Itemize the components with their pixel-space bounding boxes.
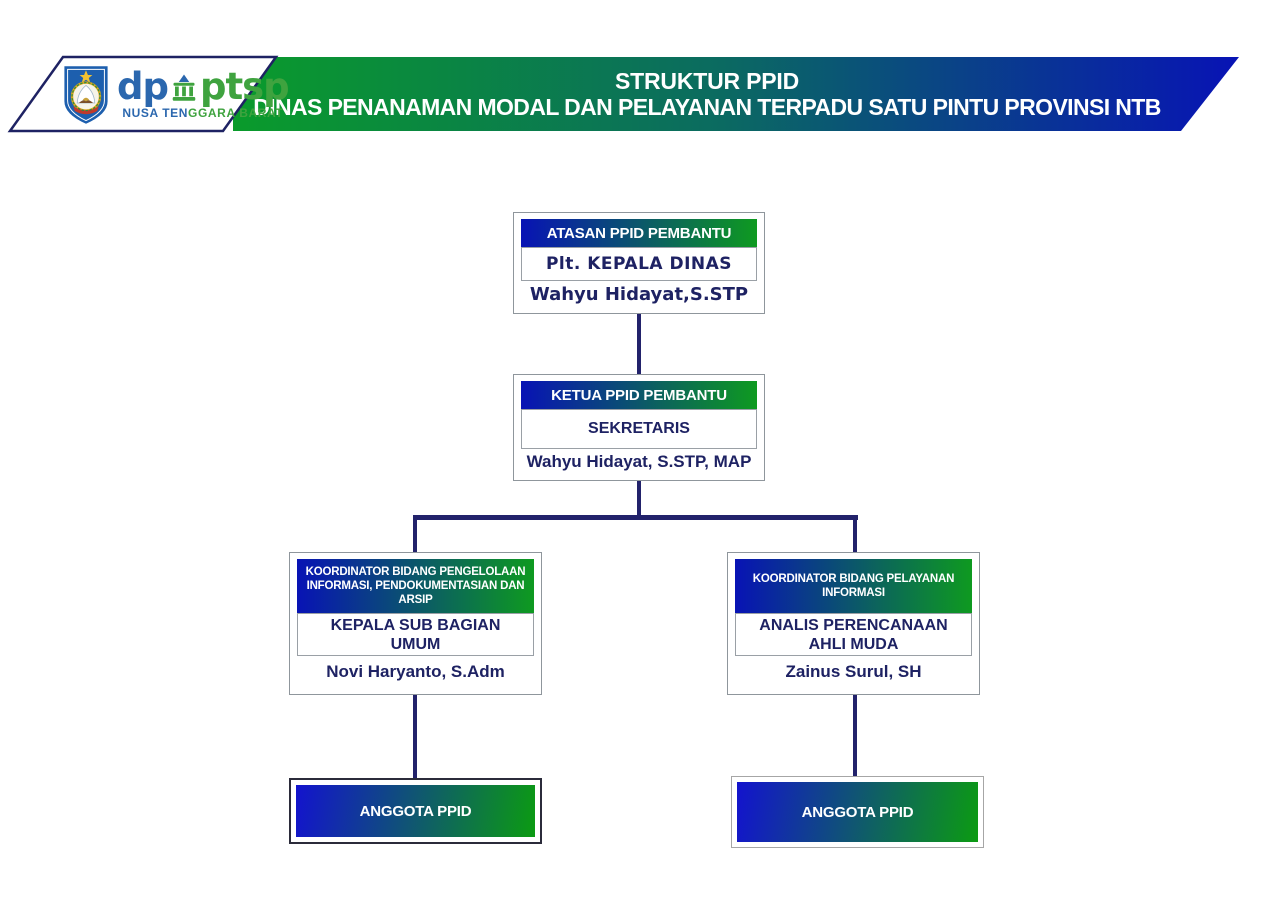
node-koor-pelayanan-name: Zainus Surul, SH: [785, 662, 922, 681]
brand-wordmark: dp ptsp: [117, 65, 290, 108]
node-koor-pengelolaan-header: KOORDINATOR BIDANG PENGELOLAAN INFORMASI…: [297, 559, 534, 613]
brand-dp-text: dp: [117, 65, 169, 108]
node-koor-pelayanan-position: ANALIS PERENCANAAN AHLI MUDA: [735, 613, 972, 656]
node-atasan-position: Plt. KEPALA DINAS: [521, 247, 757, 281]
node-atasan-name: Wahyu Hidayat,S.STP: [529, 283, 749, 305]
building-icon: [172, 74, 196, 101]
node-koor-pelayanan-header: KOORDINATOR BIDANG PELAYANAN INFORMASI: [735, 559, 972, 613]
node-atasan-ppid: ATASAN PPID PEMBANTU Plt. KEPALA DINAS W…: [513, 212, 765, 314]
dpmptsp-logo: dp ptsp NUSA TENGGARA BARAT: [62, 62, 290, 128]
banner-title: STRUKTUR PPID: [615, 67, 799, 94]
brand-text-block: dp ptsp NUSA TENGGARA BARAT: [117, 65, 290, 120]
node-anggota-ppid-left: ANGGOTA PPID: [289, 778, 542, 844]
ntb-crest-icon: [64, 66, 108, 124]
node-anggota-ppid-right: ANGGOTA PPID: [731, 776, 984, 848]
node-ketua-header: KETUA PPID PEMBANTU: [521, 381, 757, 409]
region-text-part1: NUSA TEN: [122, 106, 189, 120]
connector-right-branch: [853, 515, 857, 552]
node-koor-pengelolaan-position: KEPALA SUB BAGIAN UMUM: [297, 613, 534, 656]
region-text-part2: GGARA BARAT: [188, 106, 284, 120]
node-atasan-header: ATASAN PPID PEMBANTU: [521, 219, 757, 247]
crest-star: [79, 70, 93, 83]
connector-atasan-ketua: [637, 314, 641, 374]
brand-region-text: NUSA TENGGARA BARAT: [122, 106, 283, 120]
connector-horizontal: [413, 515, 858, 520]
node-koor-pengelolaan-name: Novi Haryanto, S.Adm: [326, 662, 505, 681]
node-ketua-name: Wahyu Hidayat, S.STP, MAP: [526, 451, 752, 471]
node-koordinator-pengelolaan: KOORDINATOR BIDANG PENGELOLAAN INFORMASI…: [289, 552, 542, 695]
header-titles: STRUKTUR PPID DINAS PENANAMAN MODAL DAN …: [233, 57, 1181, 131]
brand-ptsp-text: ptsp: [199, 65, 290, 108]
connector-left-branch: [413, 515, 417, 552]
banner-subtitle: DINAS PENANAMAN MODAL DAN PELAYANAN TERP…: [253, 93, 1161, 120]
connector-left-anggota: [413, 695, 417, 778]
connector-ketua-down: [637, 481, 641, 517]
header-banner: STRUKTUR PPID DINAS PENANAMAN MODAL DAN …: [233, 57, 1239, 131]
node-ketua-ppid: KETUA PPID PEMBANTU SEKRETARIS Wahyu Hid…: [513, 374, 765, 481]
node-ketua-position: SEKRETARIS: [521, 409, 757, 449]
anggota-left-label: ANGGOTA PPID: [296, 785, 535, 837]
connector-right-anggota: [853, 695, 857, 776]
node-koordinator-pelayanan: KOORDINATOR BIDANG PELAYANAN INFORMASI A…: [727, 552, 980, 695]
anggota-right-label: ANGGOTA PPID: [737, 782, 978, 842]
